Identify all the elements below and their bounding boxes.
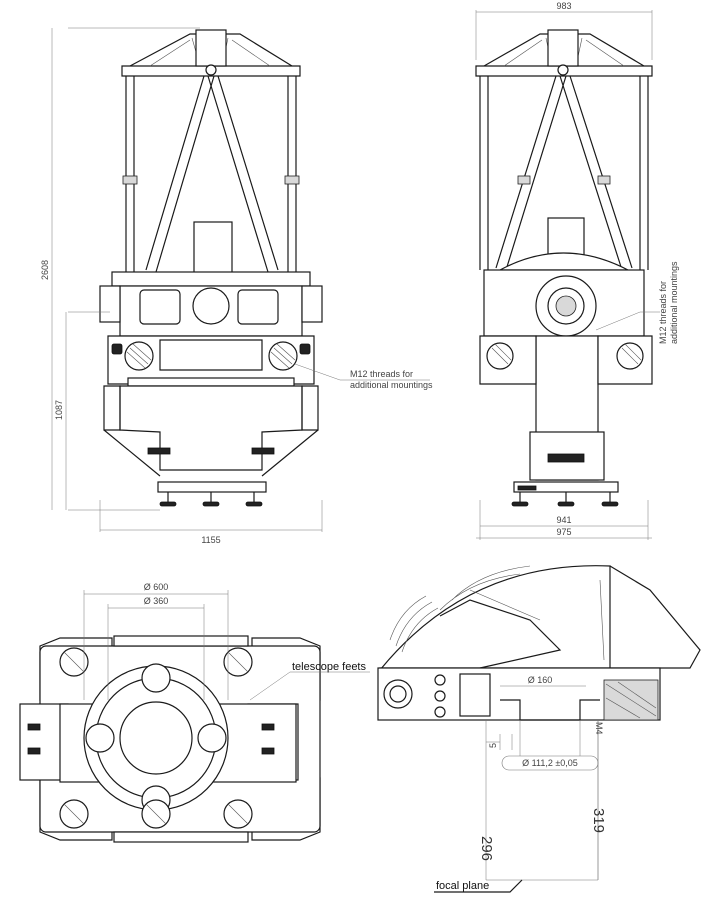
bottom-view: Ø 600 Ø 360 telescope feets bbox=[19, 582, 370, 843]
front-view: 2608 1087 1155 M12 threads for additiona… bbox=[40, 27, 433, 545]
front-width-label: 1155 bbox=[201, 535, 220, 545]
detail-view: Ø 160 Ø 111,2 ±0,05 5 M4 296 319 focal p… bbox=[377, 565, 701, 893]
side-view: 983 941 975 M12 threads for additional m… bbox=[475, 1, 679, 540]
side-inner-width-label: 941 bbox=[556, 515, 571, 525]
detail-bore-diameter: Ø 160 bbox=[528, 675, 553, 685]
detail-small-dim: 5 bbox=[488, 743, 498, 748]
side-top-width-label: 983 bbox=[556, 1, 571, 11]
detail-flange-diameter: Ø 111,2 ±0,05 bbox=[522, 758, 578, 768]
side-callout-line-2: additional mountings bbox=[669, 261, 679, 344]
bottom-diameter-inner: Ø 360 bbox=[144, 596, 169, 606]
side-callout-line-1: M12 threads for bbox=[658, 281, 668, 344]
backfocus-short-label: 296 bbox=[478, 836, 495, 861]
side-outer-width-label: 975 bbox=[556, 527, 571, 537]
telescope-feets-callout: telescope feets bbox=[292, 661, 366, 673]
front-callout-line-2: additional mountings bbox=[350, 380, 433, 390]
bottom-diameter-outer: Ø 600 bbox=[144, 582, 169, 592]
detail-m4-dim: M4 bbox=[594, 722, 604, 735]
front-axis-height-label: 1087 bbox=[54, 400, 64, 420]
front-height-label: 2608 bbox=[40, 260, 50, 280]
focal-plane-label: focal plane bbox=[436, 880, 489, 892]
backfocus-long-label: 319 bbox=[590, 808, 607, 833]
front-callout-line-1: M12 threads for bbox=[350, 369, 413, 379]
